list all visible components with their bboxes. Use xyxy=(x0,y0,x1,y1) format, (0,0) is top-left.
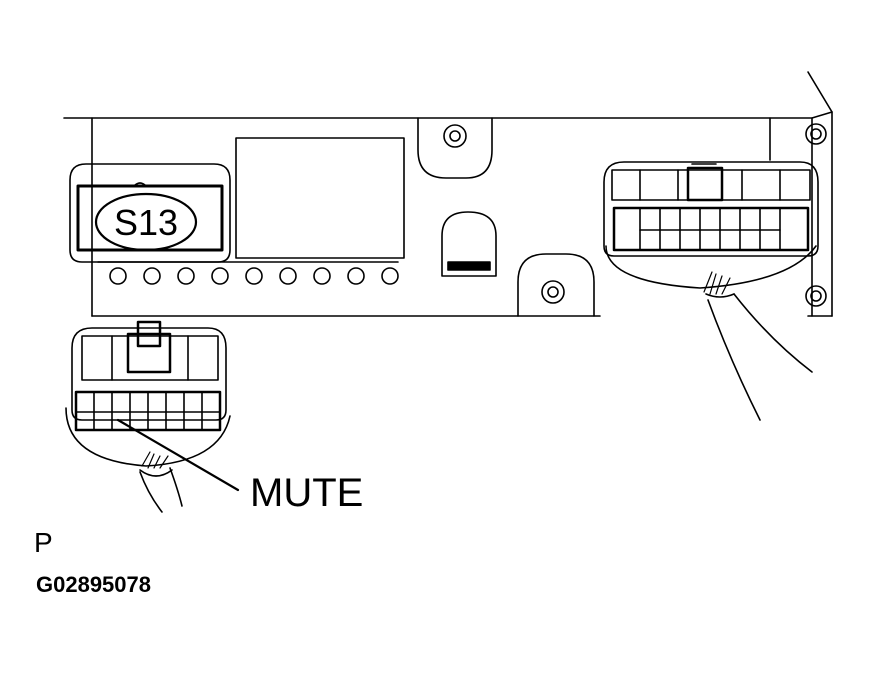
led-indicator xyxy=(245,267,263,285)
view-marker: P xyxy=(34,527,53,558)
right-connector-pins xyxy=(639,207,781,251)
unit-housing xyxy=(63,71,833,317)
label-plate xyxy=(235,137,405,259)
mounting-tab-bottom xyxy=(517,253,595,317)
arch-guide xyxy=(441,211,497,277)
led-indicator xyxy=(211,267,229,285)
mute-leader-line xyxy=(116,418,240,492)
led-indicator xyxy=(381,267,399,285)
led-row xyxy=(109,267,399,285)
harness-connector-pins xyxy=(75,391,221,431)
right-connector xyxy=(603,161,819,289)
figure-code: G02895078 xyxy=(36,572,151,597)
harness-wires xyxy=(139,451,183,513)
connector-id-badge xyxy=(94,192,198,252)
mute-pin-label: MUTE xyxy=(250,471,363,515)
led-indicator xyxy=(279,267,297,285)
led-indicator xyxy=(313,267,331,285)
led-indicator xyxy=(177,267,195,285)
corner-screw-top xyxy=(805,123,827,145)
unit-connector-s13 xyxy=(69,163,231,263)
corner-screw-bottom xyxy=(805,285,827,307)
led-indicator xyxy=(143,267,161,285)
led-indicator xyxy=(347,267,365,285)
connector-id-label: S13 xyxy=(114,202,178,243)
mounting-tab-top xyxy=(417,117,493,179)
right-harness xyxy=(703,271,813,421)
harness-connector xyxy=(65,320,231,467)
led-indicator xyxy=(109,267,127,285)
